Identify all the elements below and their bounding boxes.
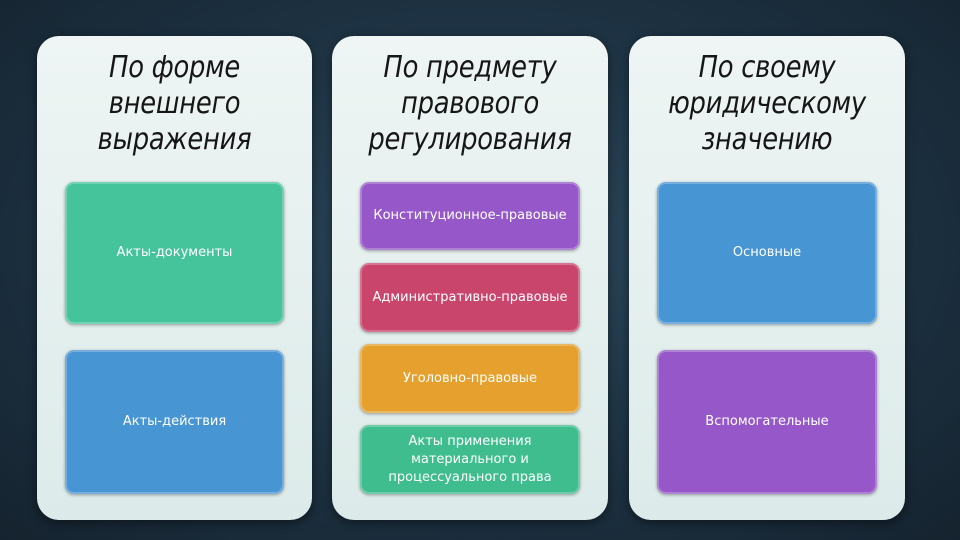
box-label: Административно-правовые [372, 289, 568, 305]
column-title-line: значению [701, 122, 833, 157]
column-title-line: выражения [97, 122, 252, 157]
box-label: Акты-действия [122, 414, 227, 429]
column-legal-significance: По своему юридическому значению Основные… [629, 36, 905, 520]
column-title-line: внешнего [108, 86, 241, 121]
column-title-line: По своему [698, 50, 836, 85]
column-title: По форме внешнего выражения [56, 50, 293, 158]
box-acts-documents: Акты-документы [65, 182, 284, 324]
column-title-line: юридическому [668, 86, 866, 121]
box-application-acts: Акты применения материального и процессу… [360, 425, 580, 494]
column-subject-of-regulation: По предмету правового регулирования Конс… [332, 36, 608, 520]
box-label: Конституционное-правовые [373, 208, 567, 223]
box-administrative-legal: Административно-правовые [360, 263, 580, 332]
box-label: Вспомогательные [705, 414, 829, 429]
box-label: Акты-документы [116, 245, 233, 260]
column-title-line: По форме [109, 50, 240, 85]
box-label: Основные [732, 245, 802, 260]
box-constitutional-legal: Конституционное-правовые [360, 182, 580, 250]
box-label: Акты применения материального и процессу… [388, 433, 552, 485]
box-label: Уголовно-правовые [402, 370, 538, 386]
box-main: Основные [657, 182, 877, 324]
column-form-of-expression: По форме внешнего выражения Акты-докумен… [37, 36, 312, 520]
column-title-line: регулирования [368, 122, 572, 157]
box-criminal-legal: Уголовно-правовые [360, 344, 580, 413]
box-auxiliary: Вспомогательные [657, 350, 877, 494]
column-title: По своему юридическому значению [648, 50, 885, 158]
column-title: По предмету правового регулирования [351, 50, 588, 158]
box-acts-actions: Акты-действия [65, 350, 284, 494]
column-title-line: По предмету [383, 50, 557, 85]
column-title-line: правового [400, 86, 540, 121]
